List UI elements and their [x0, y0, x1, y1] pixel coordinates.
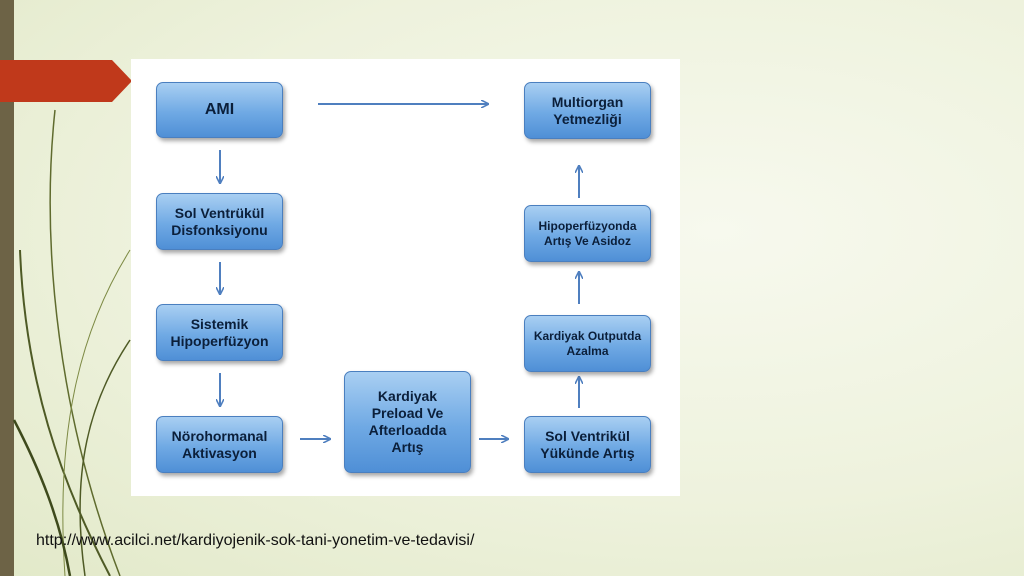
box-kardiyak-preload: Kardiyak Preload Ve Afterloadda Artış — [344, 371, 471, 473]
box-hipoperfuzyon-asidoz: Hipoperfüzyonda Artış Ve Asidoz — [524, 205, 651, 262]
box-multiorgan: Multiorgan Yetmezliği — [524, 82, 651, 139]
box-sol-ventrukul: Sol Ventrükül Disfonksiyonu — [156, 193, 283, 250]
box-sistemik: Sistemik Hipoperfüzyon — [156, 304, 283, 361]
accent-tab — [0, 60, 132, 102]
source-url: http://www.acilci.net/kardiyojenik-sok-t… — [36, 532, 475, 549]
left-decor-bar — [0, 0, 14, 576]
decorative-curves — [12, 109, 131, 576]
box-sol-ventrikul-yuk: Sol Ventrikül Yükünde Artış — [524, 416, 651, 473]
box-norohormanal: Nörohormanal Aktivasyon — [156, 416, 283, 473]
box-ami: AMI — [156, 82, 283, 138]
box-kardiyak-output: Kardiyak Outputda Azalma — [524, 315, 651, 372]
